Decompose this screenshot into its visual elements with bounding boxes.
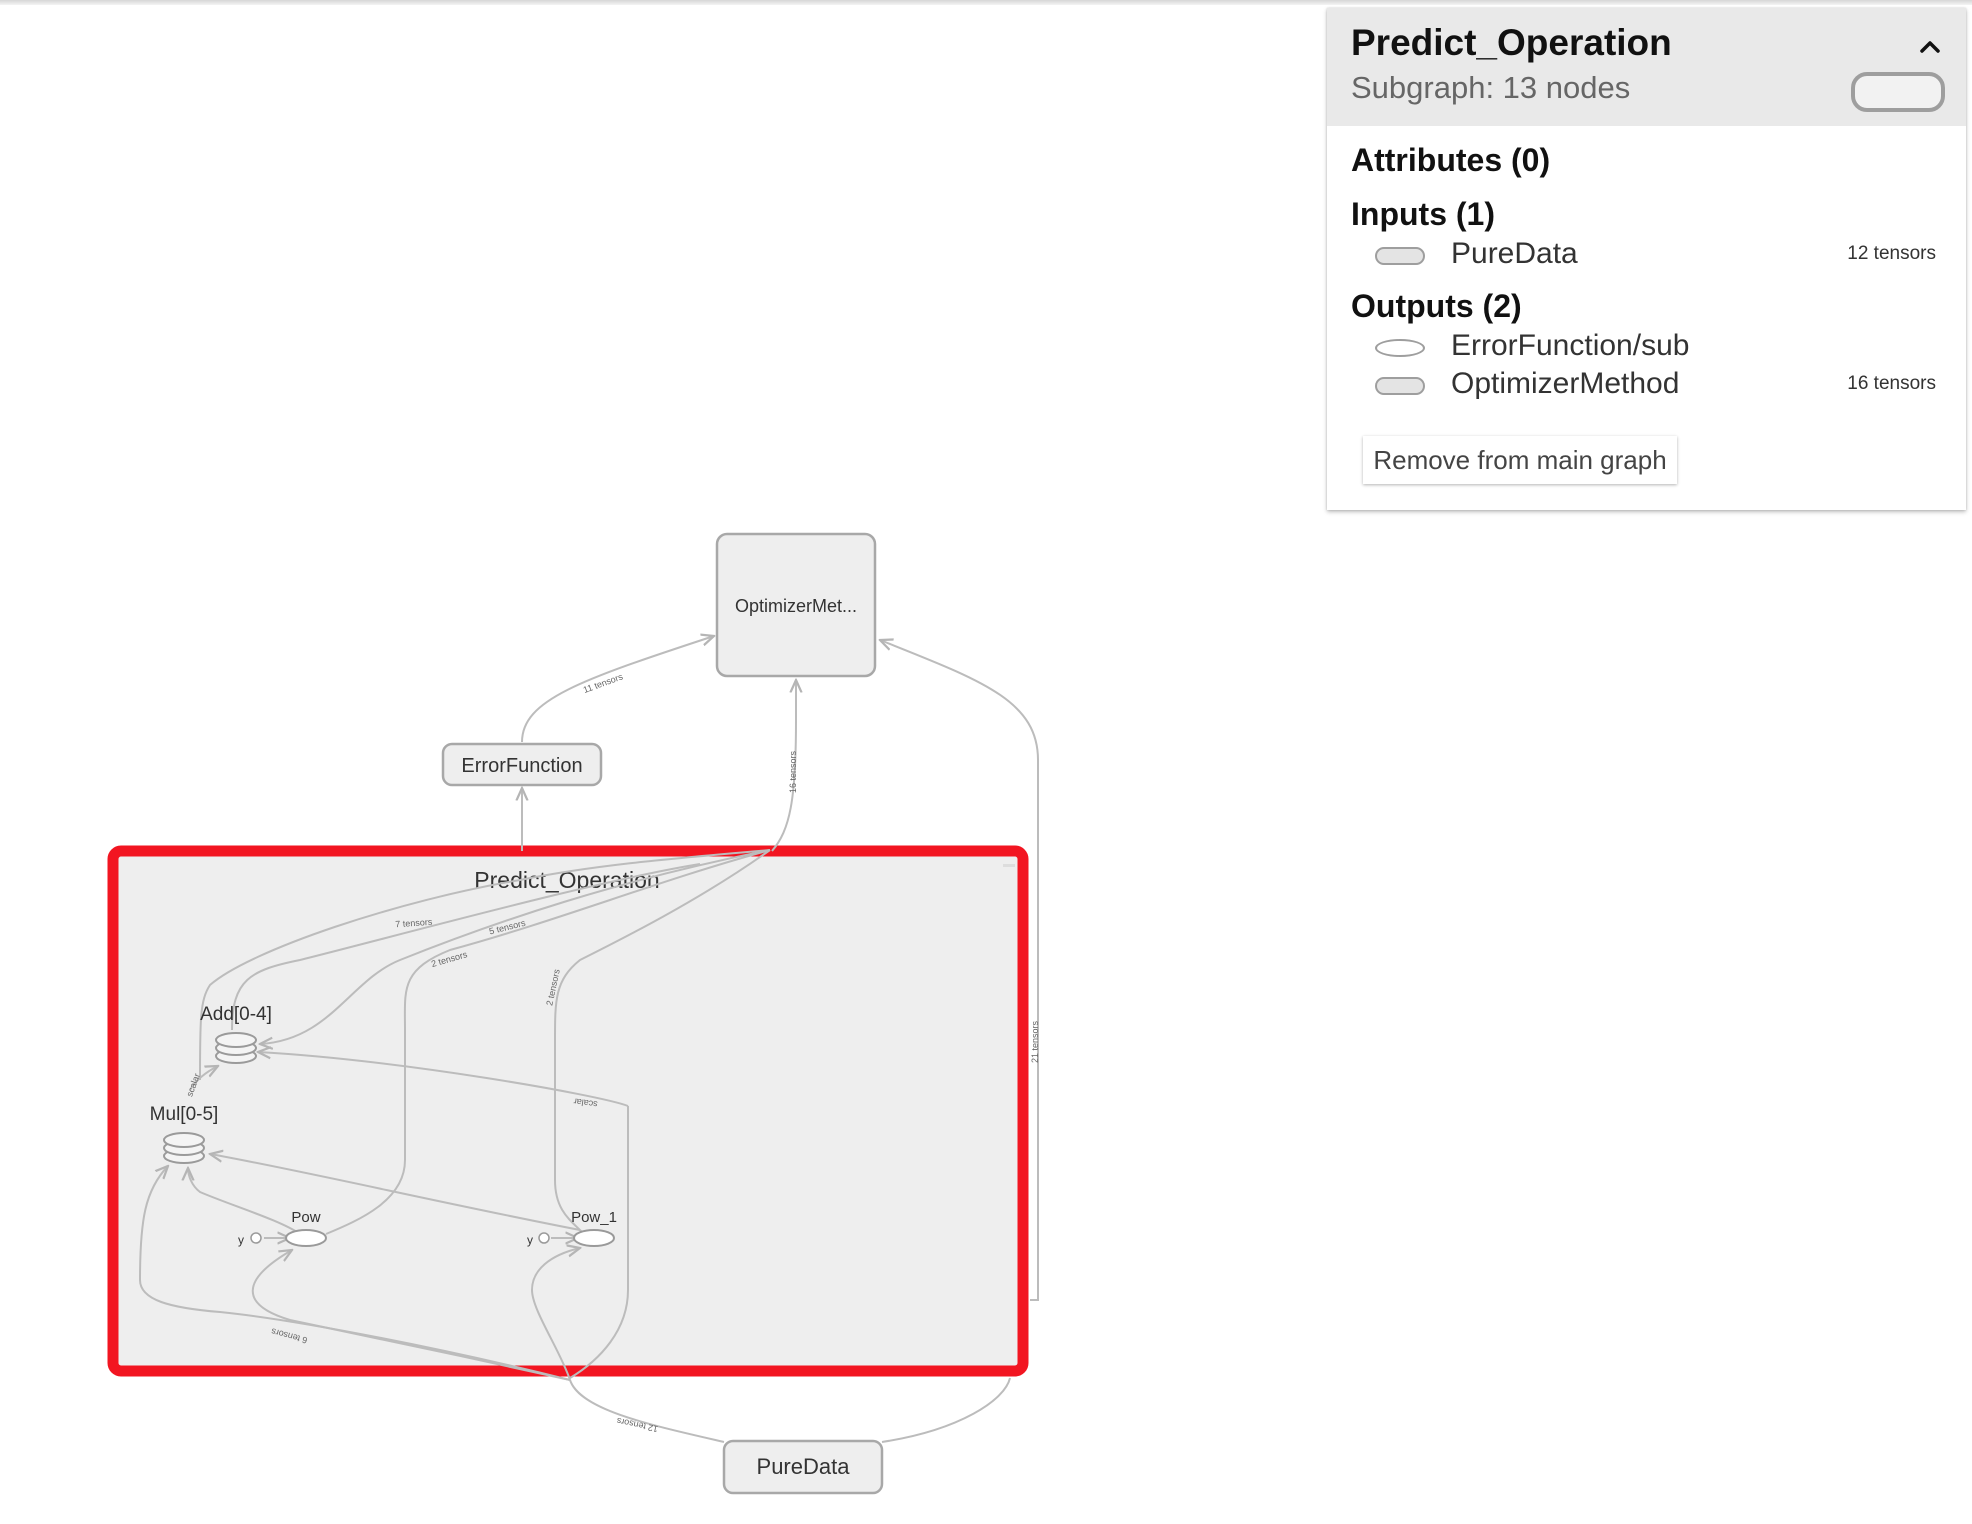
node-optimizer-label: OptimizerMet... — [735, 596, 857, 616]
edge-label: scalar — [573, 1096, 598, 1109]
edge-bottom-to-pow1 — [530, 1248, 580, 1381]
rect-node-icon — [1375, 377, 1425, 395]
selection-highlight — [107, 845, 1029, 1377]
stack-icon[interactable] — [163, 1132, 205, 1164]
node-mul[interactable]: Mul[0-5] — [150, 1104, 219, 1164]
edge-label: 16 tensors — [788, 750, 798, 793]
chevron-up-icon[interactable] — [1913, 30, 1947, 64]
op-ellipse-icon[interactable] — [285, 1229, 327, 1247]
output-name: ErrorFunction/sub — [1451, 329, 1690, 362]
node-add-label: Add[0-4] — [200, 1004, 272, 1025]
node-optimizer[interactable]: OptimizerMet... — [715, 532, 877, 678]
edge-pure-to-group-left — [569, 1379, 725, 1443]
edge-bottom-to-mul — [138, 1166, 571, 1381]
edge-scalar-down — [569, 1106, 630, 1379]
attributes-heading: Attributes (0) — [1351, 142, 1551, 178]
output-name: OptimizerMethod — [1451, 367, 1680, 400]
const-circle-icon[interactable] — [250, 1232, 262, 1244]
rect-node-icon — [1375, 247, 1425, 265]
edge-pow-to-mul — [188, 1168, 301, 1235]
edge-add-to-out — [231, 863, 701, 1031]
edge-pow1-to-mul — [210, 1154, 581, 1231]
output-count: 16 tensors — [1847, 373, 1936, 394]
edge-mul-to-add — [189, 1066, 218, 1091]
edge-label: 12 tensors — [615, 1416, 659, 1435]
node-optimizer-box[interactable] — [715, 532, 877, 678]
input-name: PureData — [1451, 237, 1578, 270]
output-item-errorfunction-sub[interactable]: ErrorFunction/sub — [1327, 328, 1966, 368]
const-circle-icon[interactable] — [538, 1232, 550, 1244]
card-subtitle: Subgraph: 13 nodes — [1351, 70, 1631, 105]
node-pure-data-label: PureData — [757, 1454, 851, 1479]
edge-mul-to-out — [199, 849, 771, 1081]
node-pure-data[interactable]: PureData — [722, 1439, 884, 1495]
group-collapse-icon[interactable] — [1003, 864, 1015, 867]
outputs-heading: Outputs (2) — [1351, 288, 1522, 324]
node-mul-label: Mul[0-5] — [150, 1104, 219, 1125]
stack-icon[interactable] — [215, 1032, 257, 1064]
node-add[interactable]: Add[0-4] — [200, 1004, 272, 1064]
edge-pure-to-optimizer — [880, 640, 1040, 1301]
edge-pow1-to-out — [554, 849, 771, 1233]
card-header: Predict_Operation Subgraph: 13 nodes — [1327, 8, 1966, 126]
input-item-puredata[interactable]: PureData 12 tensors — [1327, 236, 1966, 276]
edge-pure-to-group — [881, 1377, 1011, 1443]
op-ellipse-icon[interactable] — [573, 1229, 615, 1247]
node-pure-data-box[interactable] — [722, 1439, 884, 1495]
edge-scalar-to-add — [258, 1052, 629, 1107]
const-y-label: y — [527, 1233, 533, 1247]
card-title: Predict_Operation — [1351, 22, 1672, 63]
predict-operation-group[interactable] — [113, 851, 1023, 1371]
edges — [138, 636, 1040, 1443]
node-info-card: Predict_Operation Subgraph: 13 nodes Att… — [1327, 8, 1966, 510]
remove-from-main-graph-button[interactable]: Remove from main graph — [1363, 436, 1677, 484]
node-shape-icon — [1851, 72, 1945, 112]
node-pow[interactable]: Pow y — [238, 1209, 327, 1247]
inputs-heading: Inputs (1) — [1351, 196, 1495, 232]
top-divider — [0, 0, 1972, 5]
edge-label: 21 tensors — [1030, 1020, 1040, 1063]
node-pow-1-label: Pow_1 — [571, 1209, 617, 1226]
node-error-function-box[interactable] — [441, 742, 603, 787]
output-item-optimizermethod[interactable]: OptimizerMethod 16 tensors — [1327, 366, 1966, 406]
edge-out-to-add — [260, 849, 771, 1044]
edge-predict-to-optimizer — [771, 680, 796, 852]
node-error-function[interactable]: ErrorFunction — [441, 742, 603, 787]
edge-bottom-to-pow — [251, 1250, 571, 1381]
node-pow-label: Pow — [291, 1209, 320, 1226]
edge-label: 7 tensors — [395, 917, 433, 930]
ellipse-op-icon — [1375, 339, 1425, 357]
const-y-label: y — [238, 1233, 244, 1247]
edge-error-to-optimizer — [521, 636, 714, 743]
node-pow-1[interactable]: Pow_1 y — [527, 1209, 617, 1247]
node-error-function-label: ErrorFunction — [461, 755, 582, 777]
edge-pow-to-out — [325, 849, 771, 1235]
input-count: 12 tensors — [1847, 243, 1936, 264]
